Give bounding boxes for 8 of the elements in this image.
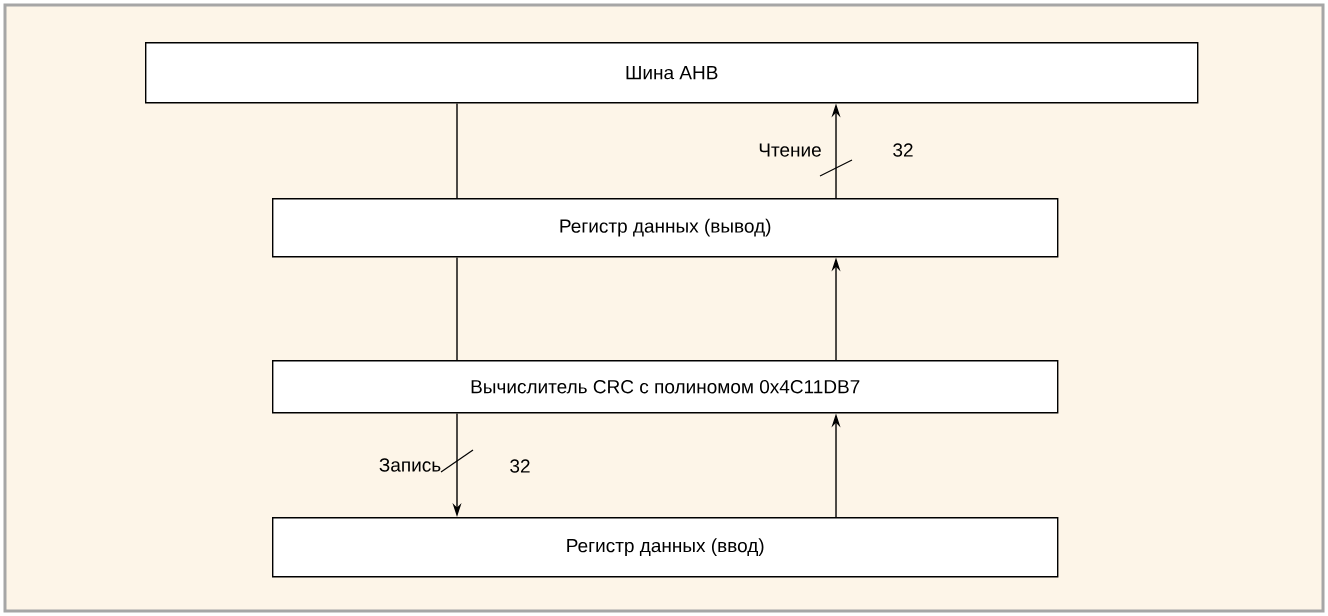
bus-width-label: 32 [893,143,913,157]
process-box: Вычислитель CRC с полиномом 0x4C11DB7 [272,360,1059,414]
bus-width-label: 32 [510,459,530,473]
process-box: Шина AHB [145,42,1199,104]
edge-label: Запись [377,457,443,473]
edge-label: Чтение [757,142,823,158]
process-box: Регистр данных (ввод) [272,517,1059,578]
process-box: Регистр данных (вывод) [272,198,1059,258]
